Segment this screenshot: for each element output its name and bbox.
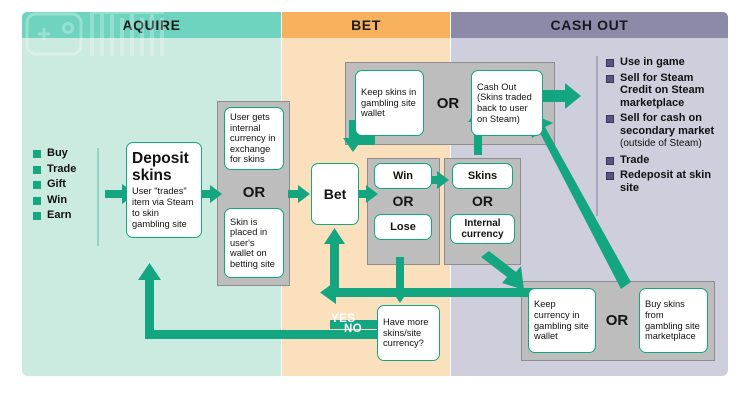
list-item: Buy <box>33 147 95 160</box>
node-text: User gets internal currency in exchange … <box>230 112 276 165</box>
legend-acquire-methods: Buy Trade Gift Win Earn <box>33 147 95 225</box>
list-item: Trade <box>33 163 95 176</box>
branch-label-no: NO <box>344 323 363 335</box>
node-text: Win <box>392 170 414 182</box>
node-buy-skins-from-marketplace[interactable]: Buy skins from gambling site marketplace <box>639 288 708 353</box>
legend-label: Use in game <box>620 56 685 68</box>
list-item: Trade <box>606 154 726 167</box>
node-text: Skin is placed in user's wallet on betti… <box>230 216 275 269</box>
column-header-bet: BET <box>282 12 450 38</box>
node-text: Keep skins in gambling site wallet <box>361 87 417 119</box>
node-cash-out[interactable]: Cash Out (Skins traded back to user on S… <box>471 70 543 136</box>
legend-label-note: (outside of Steam) <box>620 138 702 149</box>
node-user-gets-internal-currency[interactable]: User gets internal currency in exchange … <box>224 107 284 170</box>
node-text: Skins <box>467 170 498 182</box>
node-text: Lose <box>390 221 416 233</box>
list-item: Win <box>33 194 95 207</box>
node-text: Buy skins from gambling site marketplace <box>645 299 700 342</box>
node-decision-have-more[interactable]: Have more skins/site currency? <box>377 305 440 361</box>
or-label-bottom: OR <box>605 312 629 329</box>
legend-label: Sell for cash on secondary market (outsi… <box>620 112 726 151</box>
legend-label: Buy <box>47 147 68 159</box>
legend-marker-icon <box>606 172 614 180</box>
legend-marker-icon <box>33 165 41 174</box>
legend-label: Gift <box>47 178 66 190</box>
list-item: Sell for cash on secondary market (outsi… <box>606 112 726 151</box>
or-label-win-lose: OR <box>392 193 414 209</box>
node-bet[interactable]: Bet <box>311 163 359 225</box>
legend-cashout-uses: Use in game Sell for Steam Credit on Ste… <box>606 56 726 197</box>
node-text: Keep currency in gambling site wallet <box>534 299 589 342</box>
column-header-acquire: AQUIRE <box>22 12 281 38</box>
node-text: Have more skins/site currency? <box>383 317 429 349</box>
node-text: Cash Out (Skins traded back to user on S… <box>477 81 532 124</box>
node-skin-placed-in-wallet[interactable]: Skin is placed in user's wallet on betti… <box>224 208 284 278</box>
node-skins[interactable]: Skins <box>452 163 513 189</box>
node-lose[interactable]: Lose <box>374 214 432 240</box>
list-item: Use in game <box>606 56 726 69</box>
branch-label-yes: YES <box>331 313 356 325</box>
node-deposit-skins[interactable]: Deposit skins User "trades" item via Ste… <box>126 142 202 238</box>
legend-divider-right <box>596 56 598 216</box>
column-header-cashout: CASH OUT <box>451 12 728 38</box>
list-item: Sell for Steam Credit on Steam marketpla… <box>606 72 726 110</box>
node-body: User "trades" item via Steam to skin gam… <box>132 186 194 229</box>
legend-marker-icon <box>33 212 41 220</box>
or-label-payout: OR <box>472 193 493 209</box>
node-text: Internal currency <box>461 218 504 240</box>
legend-marker-icon <box>33 196 41 205</box>
or-label-top: OR <box>436 95 460 112</box>
legend-label: Redeposit at skin site <box>620 169 712 194</box>
legend-marker-icon <box>606 115 614 123</box>
legend-label: Sell for Steam Credit on Steam marketpla… <box>620 71 705 109</box>
legend-divider <box>97 148 99 246</box>
node-keep-currency-in-wallet[interactable]: Keep currency in gambling site wallet <box>528 288 596 353</box>
node-internal-currency[interactable]: Internal currency <box>450 214 515 244</box>
node-text: Bet <box>323 186 347 202</box>
legend-marker-icon <box>606 59 614 67</box>
game-controller-watermark-icon <box>24 4 184 62</box>
list-item: Earn <box>33 209 95 222</box>
node-title: Deposit skins <box>132 150 189 185</box>
legend-marker-icon <box>606 74 614 83</box>
or-label-acquire: OR <box>242 184 266 201</box>
list-item: Redeposit at skin site <box>606 169 726 194</box>
legend-label: Win <box>47 193 68 206</box>
node-keep-skins-in-wallet[interactable]: Keep skins in gambling site wallet <box>355 70 424 136</box>
legend-label: Earn <box>47 209 72 221</box>
legend-label: Trade <box>47 162 77 175</box>
node-win[interactable]: Win <box>374 163 432 189</box>
legend-marker-icon <box>33 181 41 189</box>
list-item: Gift <box>33 178 95 191</box>
legend-marker-icon <box>33 150 41 158</box>
legend-label: Trade <box>620 153 650 166</box>
legend-label-main: Sell for cash on secondary market <box>620 112 715 137</box>
legend-marker-icon <box>606 156 614 165</box>
